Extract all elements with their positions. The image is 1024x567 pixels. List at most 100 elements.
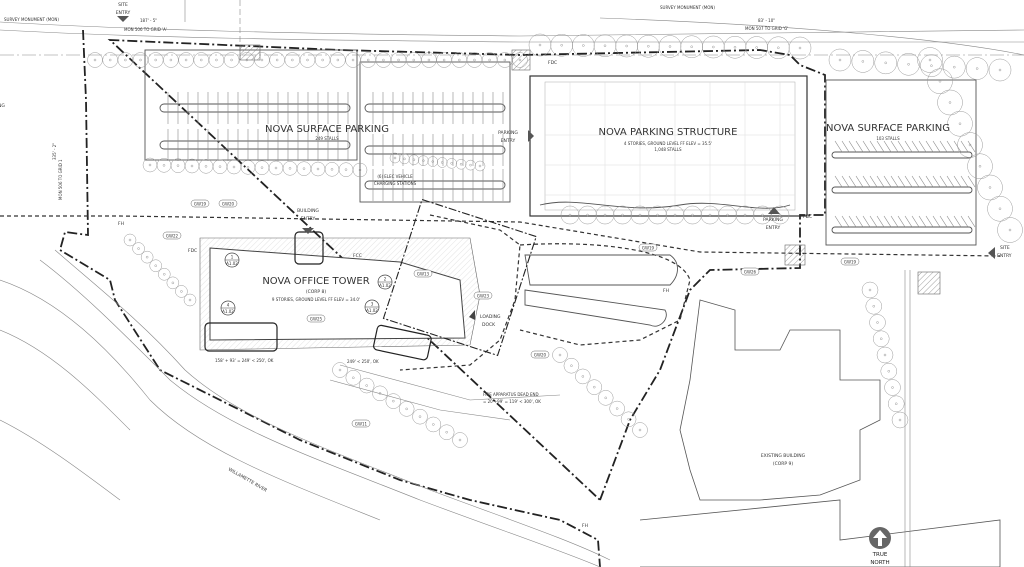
river-label: WILLAMETTE RIVER [227, 467, 268, 494]
plant-tag: GW19 [642, 246, 655, 251]
section-marker[interactable]: 3A1.02 [364, 299, 380, 315]
true-north: TRUE NORTH [864, 527, 896, 566]
tree [563, 357, 580, 374]
fdc-label-3: FDC [188, 248, 197, 254]
tree [917, 47, 943, 73]
tree [869, 314, 886, 331]
tree [282, 161, 298, 176]
tree [158, 268, 171, 281]
tree [408, 154, 420, 166]
tree [965, 57, 989, 80]
tree [700, 205, 720, 225]
fcc-label: FCC [353, 253, 362, 259]
plant-tag: GW19 [194, 202, 207, 207]
section-number: 1 [231, 255, 234, 260]
tree [595, 205, 615, 225]
tree [446, 158, 457, 169]
tree [358, 377, 375, 394]
office-tower [199, 198, 537, 361]
tree [632, 422, 648, 438]
tree [828, 48, 852, 72]
plant-tag: GW13 [417, 272, 430, 277]
tree [620, 411, 637, 428]
tree [575, 368, 591, 385]
section-sheet: A1.02 [366, 308, 378, 313]
tree [212, 159, 228, 174]
tree [123, 233, 137, 247]
building-entry-2: ENTRY [301, 216, 316, 222]
tree [314, 52, 331, 68]
tree [735, 205, 755, 225]
tree [389, 152, 401, 164]
tree [943, 55, 966, 79]
parking-island [364, 145, 506, 155]
surface-parking-right [825, 79, 977, 246]
tree [412, 408, 428, 425]
plant-tag: GW25 [310, 317, 323, 322]
tree [615, 34, 638, 58]
tree [226, 159, 242, 175]
tree [332, 362, 348, 378]
dim-right: 83' - 10" [758, 18, 775, 23]
section-sheet: A1.02 [226, 261, 238, 266]
tree [637, 35, 660, 58]
tree [876, 346, 894, 364]
section-number: 2 [384, 277, 387, 282]
existing-building-2: (CORP 9) [773, 461, 794, 467]
surface-parking-left-stalls: 249 STALLS [315, 136, 339, 141]
tree [658, 35, 682, 58]
tree [630, 205, 650, 225]
parking-entry-right-2: ENTRY [766, 225, 781, 231]
tree [372, 385, 388, 402]
tree [418, 155, 429, 166]
tree [455, 158, 467, 170]
site-entry-top-2: ENTRY [116, 10, 131, 16]
tree [753, 205, 772, 225]
office-tower-label: NOVA OFFICE TOWER [262, 276, 369, 287]
mon-left: MON 506 TO GRID 'A' [124, 27, 167, 32]
river-bank [0, 249, 611, 567]
tree [613, 205, 632, 225]
site-entry-top: SITE [118, 2, 128, 8]
parking-structure-sub-2: 1,048 STALLS [654, 147, 682, 152]
parking-entry-left-1: PARKING [498, 130, 518, 136]
section-marker[interactable]: 2A1.02 [377, 274, 393, 290]
tree [512, 52, 528, 68]
tree [920, 54, 943, 77]
tree [140, 250, 154, 264]
tree [324, 162, 340, 177]
tree [770, 205, 790, 225]
section-marker[interactable]: 4A1.02 [220, 300, 236, 316]
tree [680, 35, 703, 58]
parking-structure-sub-1: 4 STORIES, GROUND LEVEL FF ELEV = 35.5' [624, 141, 712, 146]
tree [438, 424, 455, 440]
tree [149, 259, 162, 272]
fdc-label-2: FDC [803, 214, 812, 220]
survey-monument-right: SURVEY MONUMENT (MON) [660, 5, 715, 10]
tree [398, 401, 415, 417]
tree [683, 205, 702, 225]
tree [767, 36, 790, 59]
section-marker[interactable]: 1A1.02 [224, 252, 240, 268]
building-entry-1: BUILDING [297, 208, 319, 214]
plant-tag: GW23 [477, 294, 490, 299]
fh-label-1: FH [118, 221, 124, 227]
tree [865, 298, 882, 315]
tree [880, 363, 897, 380]
parking-island [831, 151, 973, 159]
tree [967, 153, 993, 179]
dim-vertical-left: 335' - 2" [52, 143, 57, 160]
loading-dock-2: DOCK [482, 322, 496, 328]
site-entry-right-arrow-icon [988, 247, 995, 259]
tree [474, 160, 486, 172]
tree [597, 390, 614, 406]
tree [338, 162, 354, 177]
parking-island [831, 226, 973, 234]
tree [385, 393, 402, 409]
building-entry-arrow-icon [302, 228, 314, 234]
fh-label-3: FH [582, 523, 588, 529]
parking-island [364, 180, 506, 190]
section-number: 4 [227, 303, 230, 308]
tree [436, 157, 448, 168]
